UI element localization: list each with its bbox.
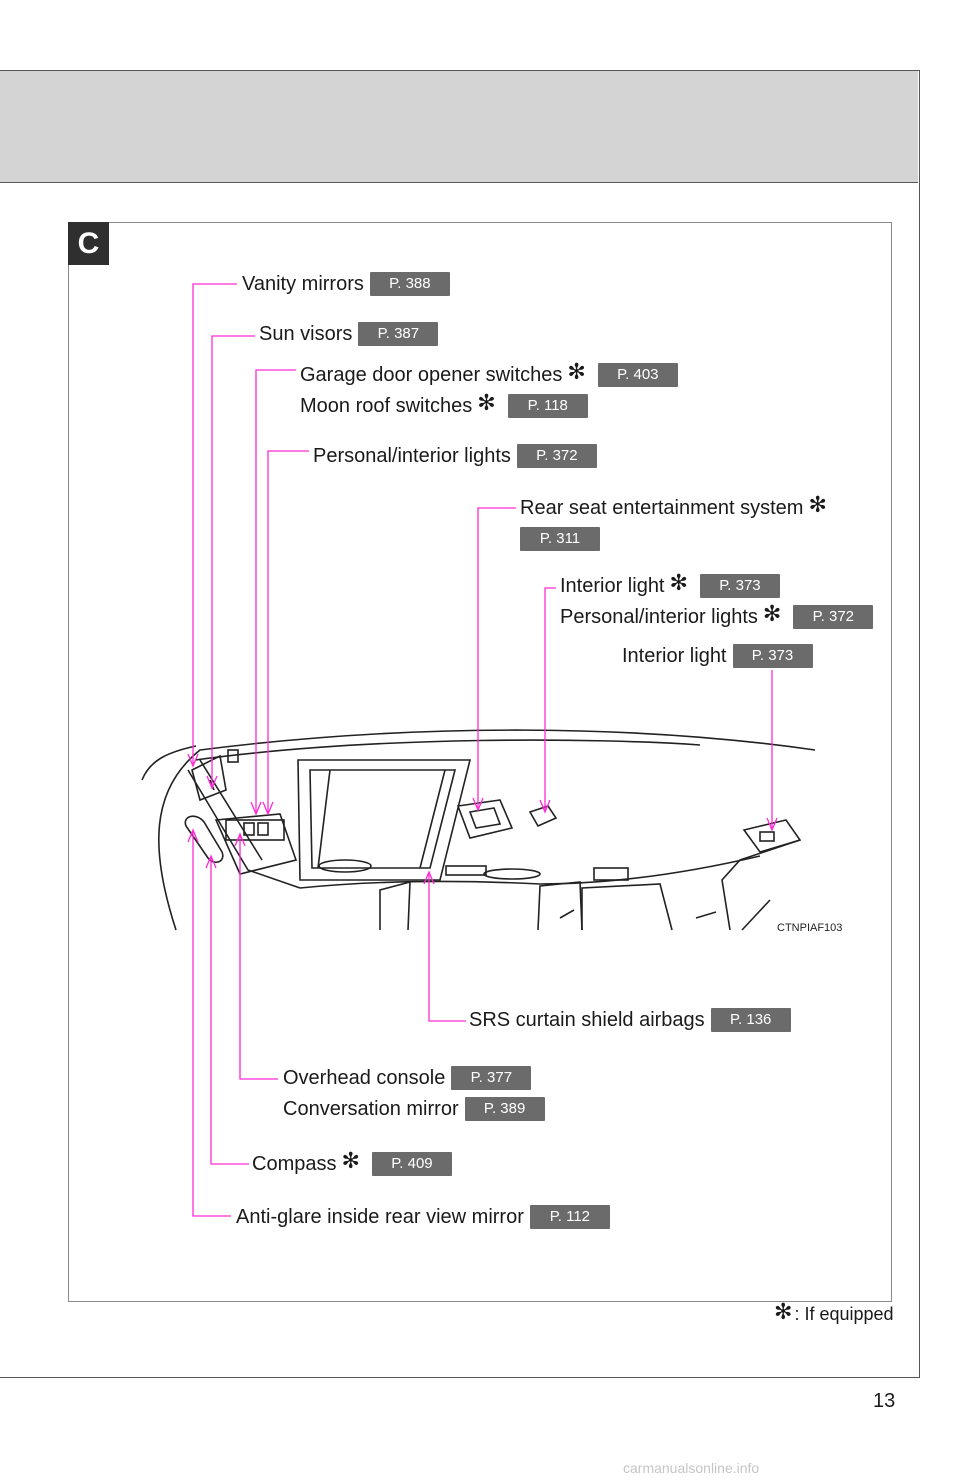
callout-personal-interior-lights-rear: Personal/interior lights ✻ P. 372 [560, 601, 874, 629]
callout-label: Overhead console [283, 1067, 446, 1089]
callout-label: Personal/interior lights [560, 606, 758, 628]
if-equipped-star-icon: ✻ [477, 390, 496, 415]
callout-moon-roof-switches: Moon roof switches ✻ P. 118 [300, 390, 588, 418]
footnote: ✻ : If equipped [774, 1298, 894, 1325]
callout-label: Interior light [560, 575, 665, 597]
callout-label: Garage door opener switches [300, 364, 563, 386]
callout-rear-seat-entertainment-ref: P. 311 [520, 527, 600, 551]
page-ref[interactable]: P. 377 [451, 1066, 532, 1090]
page-ref[interactable]: P. 311 [520, 527, 600, 551]
page-ref[interactable]: P. 388 [369, 272, 450, 296]
callout-label: SRS curtain shield airbags [469, 1009, 705, 1031]
page-ref[interactable]: P. 112 [529, 1205, 610, 1229]
if-equipped-star-icon: ✻ [762, 601, 782, 626]
header-band [0, 71, 918, 183]
page-frame [0, 70, 920, 1378]
callout-label: Sun visors [259, 323, 353, 345]
leader-lines [187, 283, 778, 1217]
callout-conversation-mirror: Conversation mirror P. 389 [283, 1097, 545, 1121]
page-ref[interactable]: P. 409 [371, 1152, 452, 1176]
callout-garage-door-opener: Garage door opener switches ✻ P. 403 [300, 359, 678, 387]
if-equipped-star-icon: ✻ [669, 570, 688, 595]
watermark: carmanualsonline.info [623, 1460, 760, 1476]
page-ref[interactable]: P. 118 [507, 394, 588, 418]
if-equipped-star-icon: ✻ [341, 1148, 360, 1173]
illustration-code: CTNPIAF103 [777, 922, 843, 934]
callout-vanity-mirrors: Vanity mirrors P. 388 [242, 272, 450, 296]
section-tab: C [68, 222, 109, 265]
page-ref[interactable]: P. 372 [793, 605, 874, 629]
page-ref[interactable]: P. 373 [699, 574, 780, 598]
section-box [68, 222, 892, 1302]
footnote-text: : If equipped [794, 1304, 894, 1324]
callout-label: Rear seat entertainment system [520, 497, 804, 519]
callout-compass: Compass ✻ P. 409 [252, 1148, 452, 1176]
page-number: 13 [873, 1390, 896, 1412]
callout-overhead-console: Overhead console P. 377 [283, 1066, 532, 1090]
callout-anti-glare-mirror: Anti-glare inside rear view mirror P. 11… [236, 1205, 610, 1229]
page-ref[interactable]: P. 136 [710, 1008, 791, 1032]
callout-label: Moon roof switches [300, 395, 473, 417]
page-ref[interactable]: P. 373 [732, 644, 813, 668]
callout-label: Interior light [622, 645, 727, 667]
page-ref[interactable]: P. 387 [358, 322, 439, 346]
page-ref[interactable]: P. 389 [464, 1097, 545, 1121]
callout-interior-light-rear: Interior light P. 373 [622, 644, 813, 668]
callout-interior-light-middle: Interior light ✻ P. 373 [560, 570, 780, 598]
callout-label: Conversation mirror [283, 1098, 459, 1120]
if-equipped-star-icon: ✻ [567, 359, 586, 384]
callout-label: Personal/interior lights [313, 445, 511, 467]
if-equipped-star-icon: ✻ [808, 492, 827, 517]
headliner-drawing [141, 729, 816, 931]
callout-label: Compass [252, 1153, 337, 1175]
if-equipped-star-icon: ✻ [774, 1298, 793, 1324]
callout-rear-seat-entertainment: Rear seat entertainment system ✻ [520, 492, 833, 520]
callout-srs-curtain-shield-airbags: SRS curtain shield airbags P. 136 [469, 1008, 791, 1032]
page-ref[interactable]: P. 372 [516, 444, 597, 468]
callout-personal-interior-lights-front: Personal/interior lights P. 372 [313, 444, 597, 468]
page-ref[interactable]: P. 403 [597, 363, 678, 387]
callout-label: Anti-glare inside rear view mirror [236, 1206, 524, 1228]
callout-sun-visors: Sun visors P. 387 [259, 322, 439, 346]
callout-label: Vanity mirrors [242, 273, 364, 295]
